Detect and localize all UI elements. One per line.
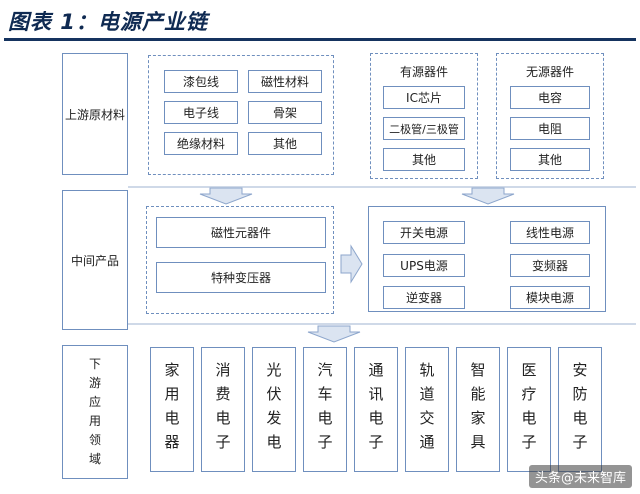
application-cell: 汽车电子 <box>303 347 347 472</box>
row-label-char: 领 <box>88 433 101 447</box>
power-product-cell: 逆变器 <box>383 286 465 309</box>
application-cell: 消费电子 <box>201 347 245 472</box>
application-cell: 智能家具 <box>456 347 500 472</box>
application-cell: 通讯电子 <box>354 347 398 472</box>
title-rule <box>4 38 636 41</box>
passive-device-cell: 电阻 <box>510 117 590 140</box>
active-devices-title: 有源器件 <box>399 65 448 79</box>
material-cell: 漆包线 <box>164 70 238 93</box>
application-cell: 光伏发电 <box>252 347 296 472</box>
passive-device-cell: 电容 <box>510 86 590 109</box>
row-label-downstream: 下 游 应 用 领 域 <box>62 345 128 479</box>
active-device-cell: 二极管/三极管 <box>383 117 465 140</box>
watermark: 头条@未来智库 <box>528 465 632 488</box>
application-label: 智能家具 <box>468 361 487 458</box>
active-device-cell: IC芯片 <box>383 86 465 109</box>
divider-band <box>128 323 636 325</box>
application-cell: 医疗电子 <box>507 347 551 472</box>
row-label-midstream: 中间产品 <box>62 190 128 330</box>
divider-band <box>128 186 636 188</box>
magnetic-component-cell: 磁性元器件 <box>156 217 326 248</box>
material-cell: 绝缘材料 <box>164 132 238 155</box>
active-device-cell: 其他 <box>383 148 465 171</box>
row-label-char: 下 <box>88 357 101 371</box>
application-label: 医疗电子 <box>519 361 538 458</box>
passive-device-cell: 其他 <box>510 148 590 171</box>
application-label: 轨道交通 <box>417 361 436 458</box>
application-label: 消费电子 <box>213 361 232 458</box>
magnetic-component-cell: 特种变压器 <box>156 262 326 293</box>
application-cell: 安防电子 <box>558 347 602 472</box>
application-label: 光伏发电 <box>264 361 283 458</box>
figure-title: 图表 1：电源产业链 <box>8 10 208 34</box>
row-label-downstream-text: 下 游 应 用 领 域 <box>89 355 101 469</box>
row-label-upstream-text: 上游原材料 <box>64 107 125 122</box>
power-product-cell: 线性电源 <box>510 221 590 244</box>
power-product-cell: 模块电源 <box>510 286 590 309</box>
row-label-char: 游 <box>88 376 101 390</box>
application-label: 通讯电子 <box>366 361 385 458</box>
application-cell: 轨道交通 <box>405 347 449 472</box>
passive-devices-title: 无源器件 <box>525 65 574 79</box>
material-cell: 磁性材料 <box>248 70 322 93</box>
application-label: 汽车电子 <box>315 361 334 458</box>
down-arrow <box>461 187 515 205</box>
application-cell: 家用电器 <box>150 347 194 472</box>
material-cell: 电子线 <box>164 101 238 124</box>
down-arrow <box>199 187 253 205</box>
row-label-upstream: 上游原材料 <box>62 53 128 175</box>
material-cell: 其他 <box>248 132 322 155</box>
material-cell: 骨架 <box>248 101 322 124</box>
row-label-char: 应 <box>88 395 101 409</box>
row-label-char: 用 <box>88 414 101 428</box>
row-label-char: 域 <box>88 452 101 466</box>
power-product-cell: 变频器 <box>510 254 590 277</box>
power-product-cell: UPS电源 <box>383 254 465 277</box>
application-label: 家用电器 <box>162 361 181 458</box>
right-arrow <box>340 244 363 284</box>
power-product-cell: 开关电源 <box>383 221 465 244</box>
application-label: 安防电子 <box>570 361 589 458</box>
down-arrow <box>307 325 361 343</box>
row-label-midstream-text: 中间产品 <box>70 253 119 268</box>
